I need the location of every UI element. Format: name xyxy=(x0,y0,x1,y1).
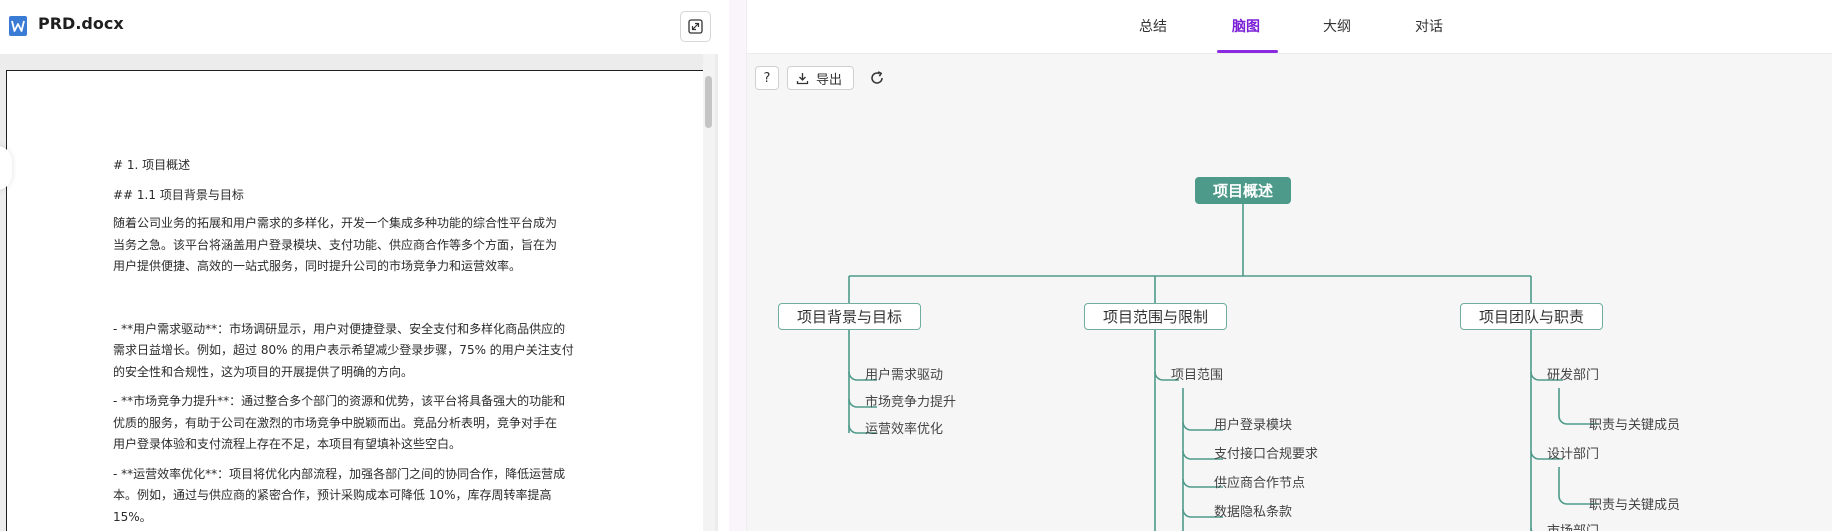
mindmap-leaf[interactable]: 用户登录模块 xyxy=(1214,418,1293,433)
download-icon xyxy=(796,72,809,84)
doc-bullet-efficiency: - **运营效率优化**：项目将优化内部流程，加强各部门之间的协同合作，降低运营… xyxy=(113,464,603,529)
word-doc-icon xyxy=(9,16,27,36)
document-page: # 1. 项目概述 ## 1.1 项目背景与目标 随着公司业务的拓展和用户需求的… xyxy=(6,70,704,531)
tab-chat[interactable]: 对话 xyxy=(1415,19,1443,35)
tab-mindmap[interactable]: 脑图 xyxy=(1232,19,1260,35)
expand-icon xyxy=(688,19,703,34)
doc-line: 用户登录体验和支付流程上存在不足，本项目有望填补这些空白。 xyxy=(113,437,462,451)
mindmap-subnode[interactable]: 研发部门 xyxy=(1547,368,1600,383)
tab-summary[interactable]: 总结 xyxy=(1139,19,1167,35)
mindmap-canvas[interactable]: ? 导出 项目概述 项目背景与目标 项目范围与限制 项目团队与职责 用户需求驱动… xyxy=(747,54,1832,531)
pane-splitter[interactable] xyxy=(729,0,746,531)
mindmap-branch-scope[interactable]: 项目范围与限制 xyxy=(1084,303,1227,330)
doc-intro-paragraph: 随着公司业务的拓展和用户需求的多样化，开发一个集成多种功能的综合性平台成为 当务… xyxy=(113,213,603,278)
tab-outline[interactable]: 大纲 xyxy=(1323,19,1351,35)
doc-heading-1: # 1. 项目概述 xyxy=(113,158,191,172)
doc-line: - **用户需求驱动**：市场调研显示，用户对便捷登录、安全支付和多样化商品供应… xyxy=(113,321,566,336)
refresh-button[interactable] xyxy=(865,66,889,90)
doc-line: - **运营效率优化**：项目将优化内部流程，加强各部门之间的协同合作，降低运营… xyxy=(113,466,566,481)
document-title: PRD.docx xyxy=(38,14,124,33)
doc-bullet-user-demand: - **用户需求驱动**：市场调研显示，用户对便捷登录、安全支付和多样化商品供应… xyxy=(113,319,603,384)
mindmap-leaf[interactable]: 职责与关键成员 xyxy=(1589,418,1681,433)
doc-line: - **市场竞争力提升**：通过整合多个部门的资源和优势，该平台将具备强大的功能… xyxy=(113,394,566,408)
mindmap-subnode[interactable]: 市场部门 xyxy=(1547,520,1599,531)
mindmap-branch-background[interactable]: 项目背景与目标 xyxy=(778,303,921,330)
doc-line: 本。例如，通过与供应商的紧密合作，预计采购成本可降低 10%，库存周转率提高 xyxy=(113,488,552,502)
mindmap-root-node[interactable]: 项目概述 xyxy=(1195,177,1291,204)
mindmap-leaf[interactable]: 市场竞争力提升 xyxy=(865,395,957,410)
document-preview-pane: PRD.docx # 1. 项目概述 ## 1.1 项目背景与目标 随着公司业务… xyxy=(0,0,729,531)
doc-bullet-competitiveness: - **市场竞争力提升**：通过整合多个部门的资源和优势，该平台将具备强大的功能… xyxy=(113,391,603,456)
document-viewport[interactable]: # 1. 项目概述 ## 1.1 项目背景与目标 随着公司业务的拓展和用户需求的… xyxy=(0,54,718,531)
document-header: PRD.docx xyxy=(0,0,729,54)
mindmap-leaf[interactable]: 用户需求驱动 xyxy=(865,368,944,383)
expand-button[interactable] xyxy=(680,11,711,42)
doc-line: 需求日益增长。例如，超过 80% 的用户表示希望减少登录步骤，75% 的用户关注… xyxy=(113,343,574,357)
doc-line: 随着公司业务的拓展和用户需求的多样化，开发一个集成多种功能的综合性平台成为 xyxy=(113,216,558,230)
mindmap-leaf[interactable]: 职责与关键成员 xyxy=(1589,498,1681,513)
doc-heading-2: ## 1.1 项目背景与目标 xyxy=(113,188,244,202)
doc-line: 当务之急。该平台将涵盖用户登录模块、支付功能、供应商合作等多个方面，旨在为 xyxy=(113,237,558,252)
mindmap-connectors xyxy=(848,204,1599,531)
mindmap-subnode[interactable]: 项目范围 xyxy=(1171,368,1224,383)
refresh-icon xyxy=(871,71,883,84)
help-button[interactable]: ? xyxy=(755,66,779,90)
mindmap-leaf[interactable]: 数据隐私条款 xyxy=(1214,505,1293,520)
mindmap-leaf[interactable]: 运营效率优化 xyxy=(865,422,944,437)
mindmap-subnode[interactable]: 设计部门 xyxy=(1547,447,1600,462)
mindmap-leaf[interactable]: 供应商合作节点 xyxy=(1214,476,1306,491)
document-scroll-thumb[interactable] xyxy=(705,76,712,128)
export-button[interactable]: 导出 xyxy=(787,66,854,90)
doc-line: 15%。 xyxy=(113,509,152,524)
view-tabs: 总结 脑图 大纲 对话 xyxy=(747,0,1832,54)
export-label: 导出 xyxy=(816,72,843,88)
doc-line: 的安全性和合规性，这为项目的开展提供了明确的方向。 xyxy=(113,364,414,379)
document-content: # 1. 项目概述 ## 1.1 项目背景与目标 随着公司业务的拓展和用户需求的… xyxy=(113,155,603,528)
mindmap-branch-team[interactable]: 项目团队与职责 xyxy=(1460,303,1603,330)
analysis-pane: 总结 脑图 大纲 对话 xyxy=(746,0,1832,531)
document-scrollbar[interactable] xyxy=(703,54,715,531)
active-tab-indicator xyxy=(1217,50,1278,53)
side-panel-handle[interactable] xyxy=(0,146,12,190)
doc-line: 优质的服务，有助于公司在激烈的市场竞争中脱颖而出。竞品分析表明，竞争对手在 xyxy=(113,415,558,430)
doc-line: 用户提供便捷、高效的一站式服务，同时提升公司的市场竞争力和运营效率。 xyxy=(113,259,522,273)
mindmap-leaf[interactable]: 支付接口合规要求 xyxy=(1214,447,1319,462)
